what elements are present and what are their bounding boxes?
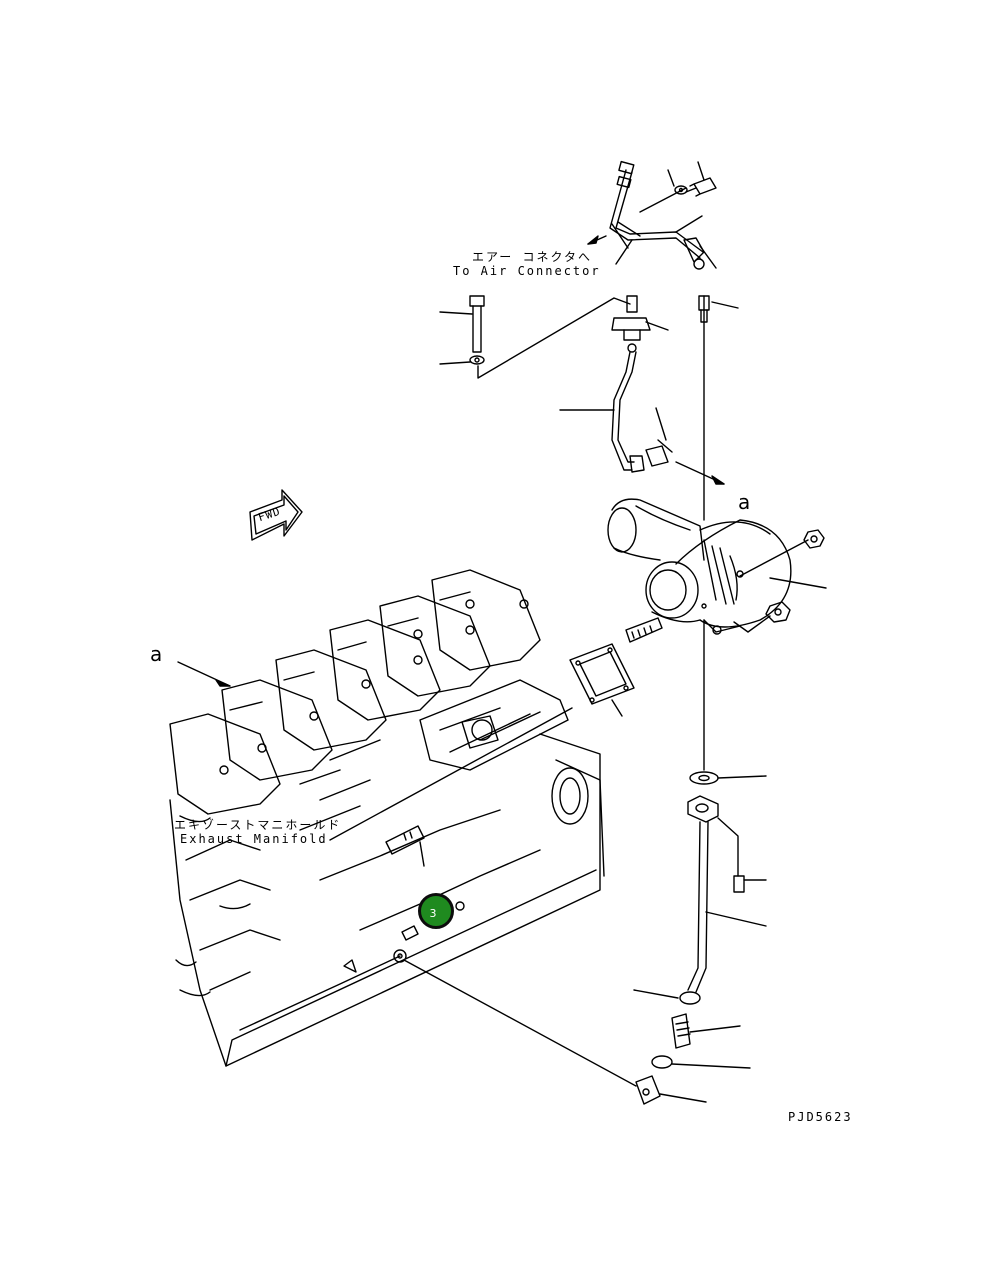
air-connector-label-jp: エアー コネクタへ (472, 250, 593, 264)
gasket (569, 643, 635, 717)
leader-line (329, 707, 573, 841)
engine-block (169, 569, 605, 1067)
ref-arrowhead (215, 679, 231, 687)
exhaust-manifold-label-jp: エキゾーストマニホールド (174, 818, 342, 832)
manifold-bolt (385, 825, 425, 867)
turbocharger (607, 498, 827, 771)
drawing-code: PJD5623 (788, 1110, 853, 1124)
part-callout-3[interactable]: 3 (418, 893, 454, 929)
fwd-arrow-icon (249, 489, 303, 541)
oil-fitting (393, 901, 637, 1087)
air-connector-label-en: To Air Connector (453, 264, 601, 278)
callout-number: 3 (429, 906, 437, 920)
oil-drain-pipe (633, 771, 767, 1105)
ref-a-turbo: a (738, 490, 751, 514)
stud-bolt (625, 617, 663, 643)
air-pipe-assembly (439, 160, 739, 521)
exhaust-manifold-label-en: Exhaust Manifold (180, 832, 328, 846)
ref-a-block: a (150, 642, 163, 666)
